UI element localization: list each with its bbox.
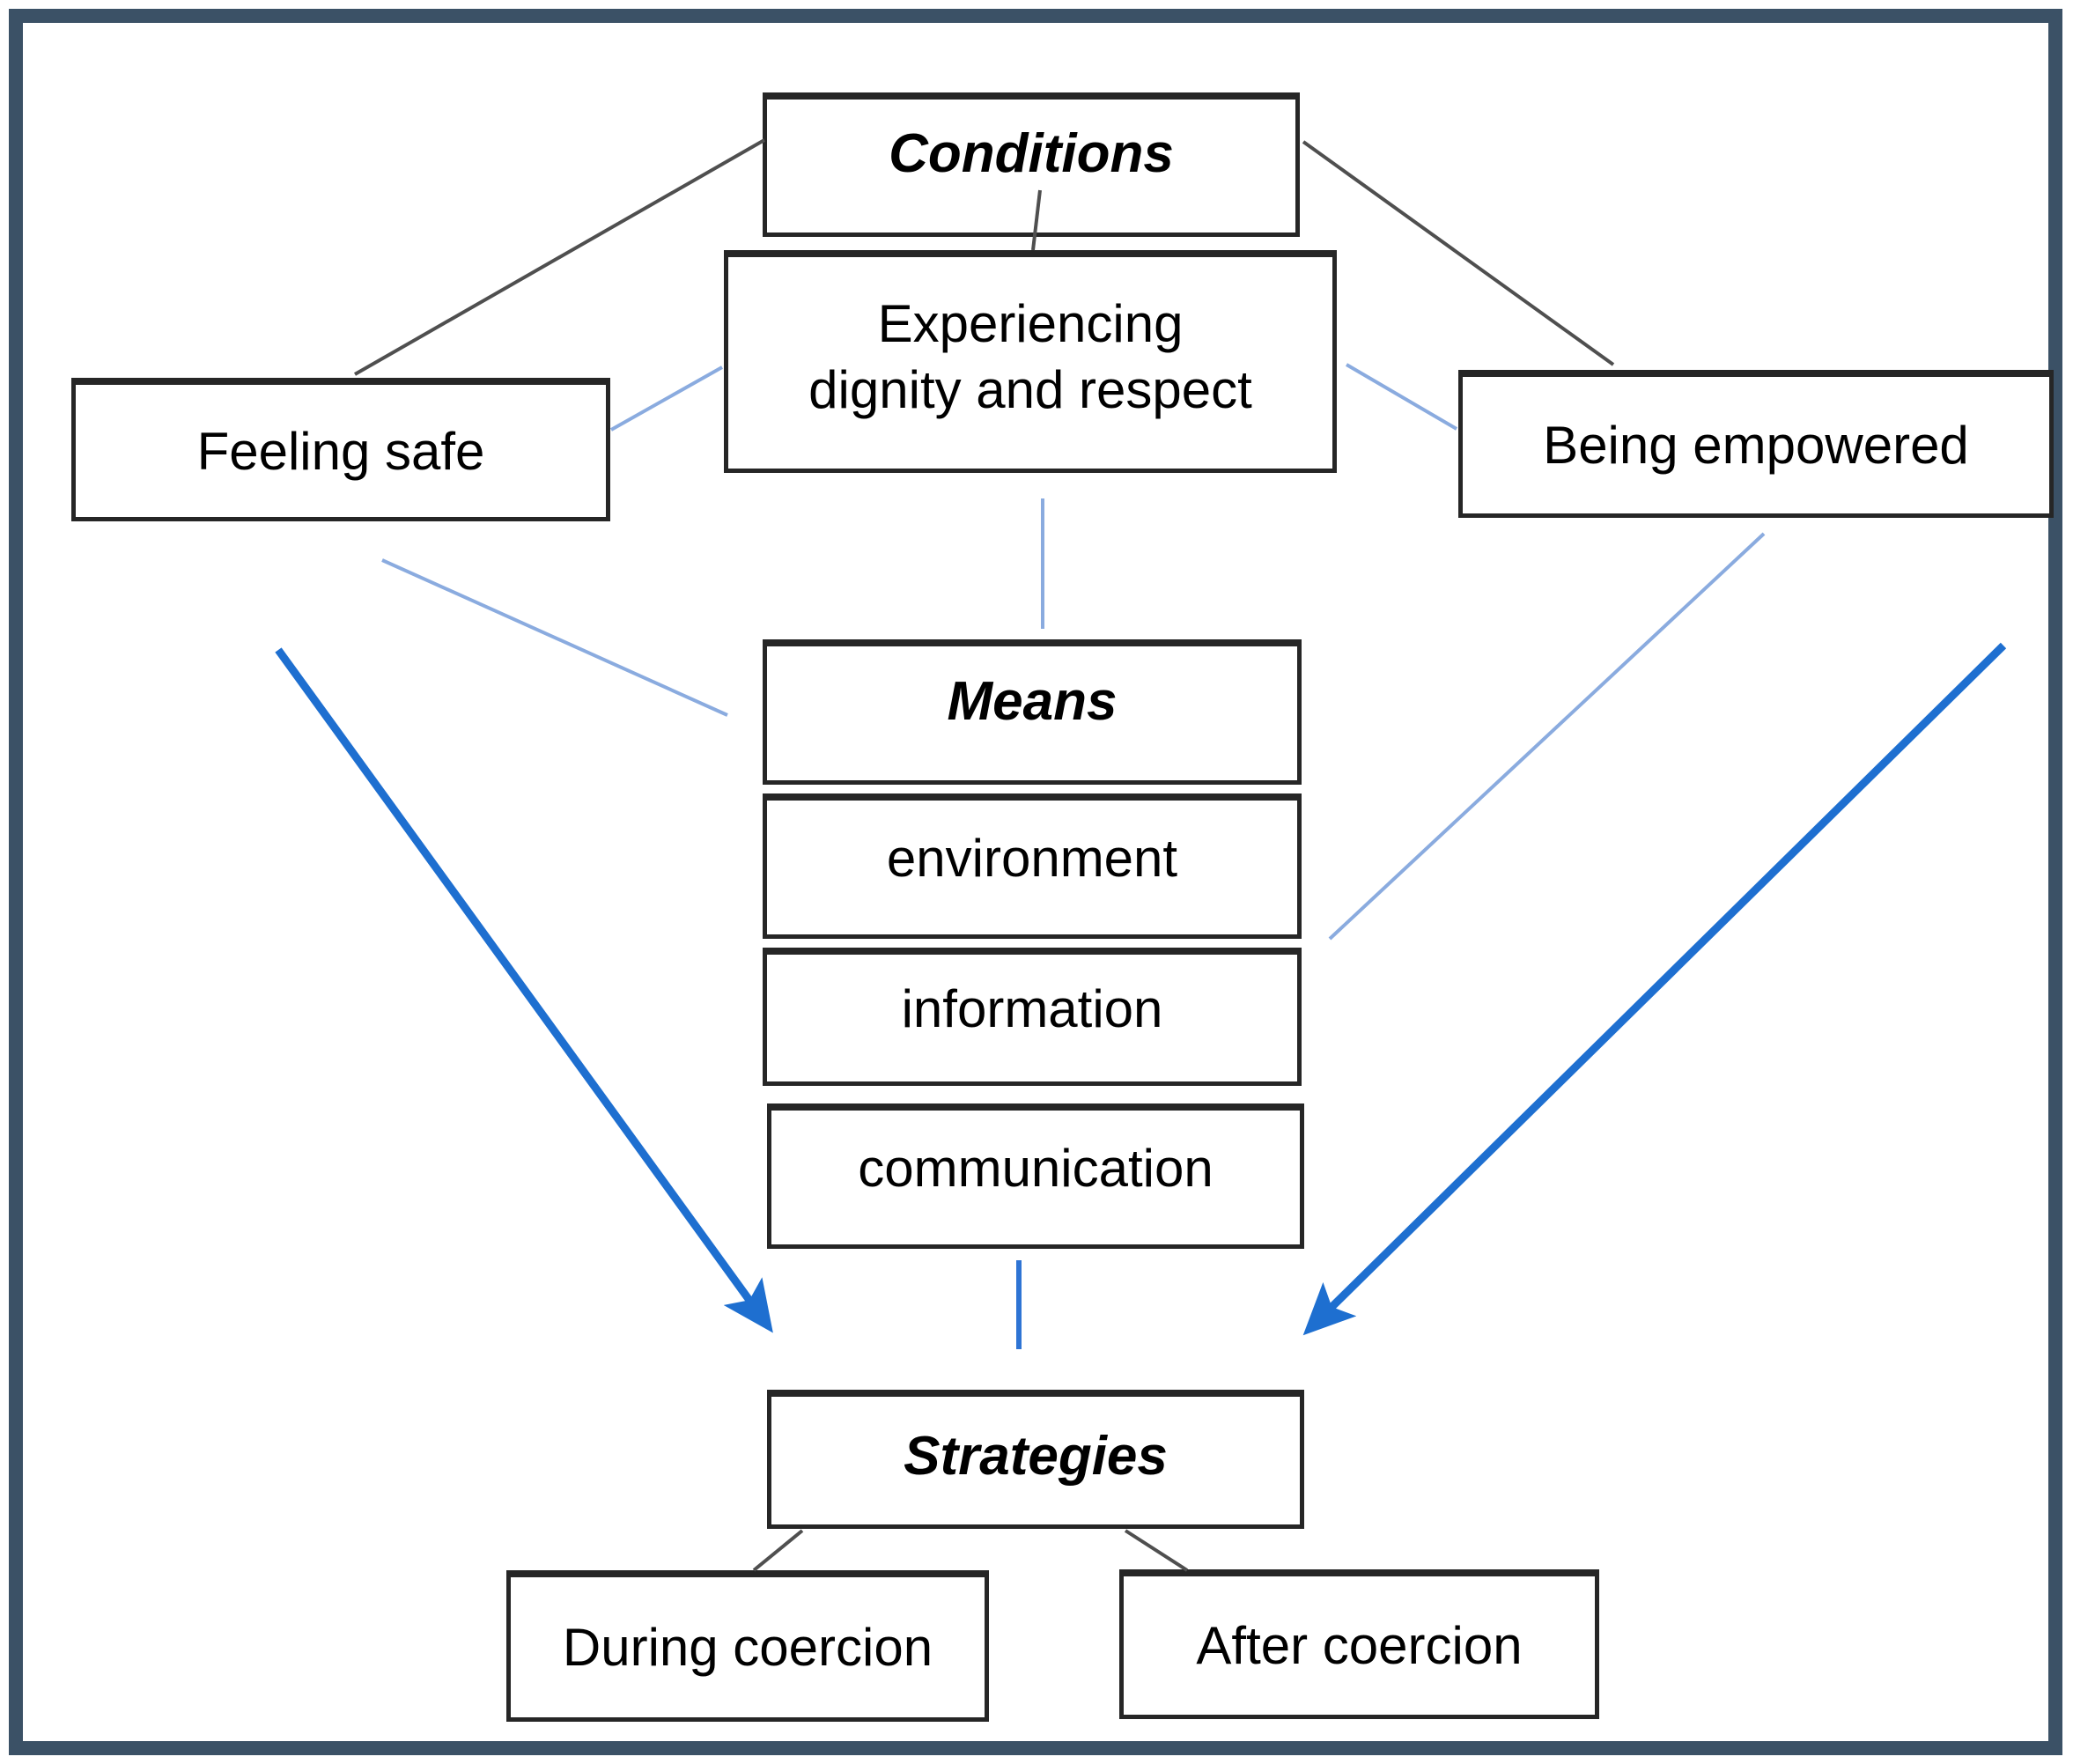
edge-being-empowered-to-strategies [1302,642,2007,1336]
edge-conditions-to-feeling-safe [354,138,765,376]
edge-conditions-to-being-empowered [1302,140,1615,366]
node-environment-label: environment [886,828,1178,888]
node-environment: environment [763,793,1302,939]
edge-feeling-safe-to-experiencing [610,365,723,432]
edge-strategies-to-during-coercion [752,1529,804,1572]
node-experiencing-dignity-respect: Experiencing dignity and respect [724,250,1337,473]
diagram-frame: Conditions Experiencing dignity and resp… [9,9,2062,1755]
node-after-coercion-label: After coercion [1196,1616,1523,1675]
node-communication-label: communication [858,1138,1214,1198]
node-information: information [763,948,1302,1086]
edge-being-empowered-to-means [1328,532,1766,941]
node-strategies: Strategies [767,1390,1304,1529]
node-conditions-label: Conditions [889,122,1174,184]
edge-feeling-safe-to-means [381,558,728,717]
node-strategies-label: Strategies [904,1425,1168,1487]
node-after-coercion: After coercion [1119,1569,1599,1719]
node-means-label: Means [947,671,1118,733]
edge-strategies-to-after-coercion [1124,1529,1189,1572]
node-being-empowered-label: Being empowered [1543,416,1969,475]
node-means: Means [763,639,1302,785]
node-information-label: information [901,978,1163,1038]
node-communication: communication [767,1103,1304,1249]
edge-experiencing-to-being-empowered [1345,363,1458,431]
node-feeling-safe: Feeling safe [71,378,610,521]
node-during-coercion-label: During coercion [562,1618,933,1677]
node-during-coercion: During coercion [506,1570,989,1722]
node-experiencing-label-line1: Experiencing [877,294,1184,353]
edge-feeling-safe-to-strategies [275,647,773,1333]
node-being-empowered: Being empowered [1458,370,2054,518]
node-experiencing-label-line2: dignity and respect [808,360,1252,419]
node-conditions: Conditions [763,92,1300,237]
node-feeling-safe-label: Feeling safe [196,421,485,481]
